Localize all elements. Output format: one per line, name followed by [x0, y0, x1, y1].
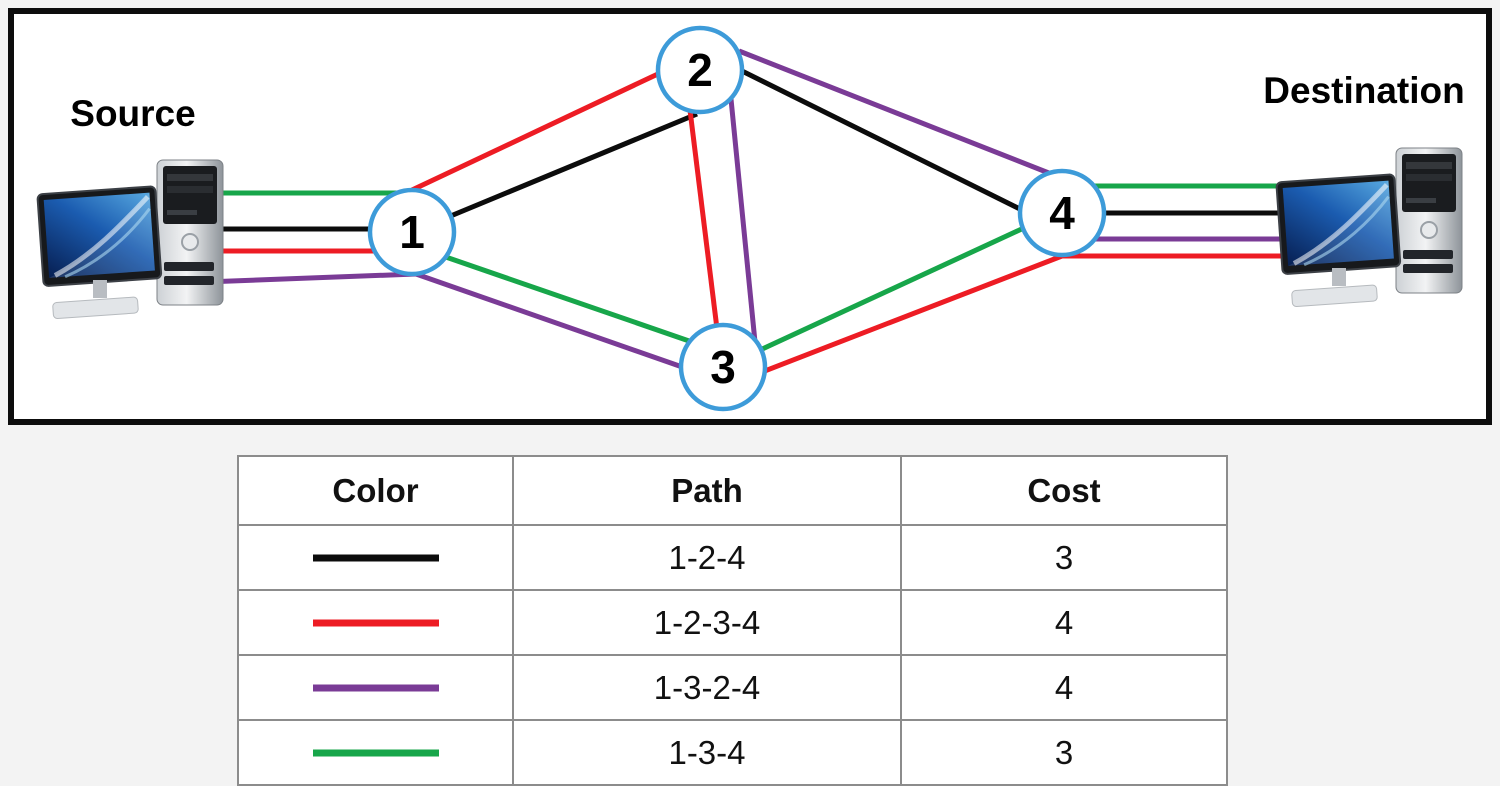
purple-route-swatch [312, 684, 439, 691]
green-route-swatch [312, 749, 439, 756]
col-header-color: Color [237, 455, 514, 526]
color-cell [237, 589, 514, 656]
route-lines [204, 48, 1310, 375]
node-4-circle [1017, 168, 1107, 258]
node-3: 3 [678, 322, 768, 412]
node-3-circle [678, 322, 768, 412]
network-diagram: 1 2 3 4 Source Destination [8, 8, 1492, 425]
node-4: 4 [1017, 168, 1107, 258]
table-row: 1-3-4 3 [237, 719, 1228, 786]
node-1-circle [367, 187, 457, 277]
edge-1-3-purple [415, 271, 689, 372]
color-cell [237, 524, 514, 591]
node-4-label: 4 [1049, 187, 1075, 239]
table-header-row: Color Path Cost [237, 455, 1228, 526]
cost-cell: 4 [900, 654, 1228, 721]
edge-2-3-red [686, 101, 722, 346]
node-3-label: 3 [710, 341, 736, 393]
edge-source-1-purple [204, 271, 417, 285]
path-cell: 1-2-4 [512, 524, 902, 591]
node-2-label: 2 [687, 44, 713, 96]
node-1-label: 1 [399, 206, 425, 258]
source-label: Source [70, 93, 195, 134]
routes-table: Color Path Cost 1-2-4 3 [237, 455, 1228, 786]
node-2-circle [655, 25, 745, 115]
col-header-cost: Cost [900, 455, 1228, 526]
edge-2-4-black [738, 67, 1028, 215]
col-header-path: Path [512, 455, 902, 526]
edge-2-3-purple [728, 98, 758, 343]
node-2: 2 [655, 25, 745, 115]
table-row: 1-2-4 3 [237, 524, 1228, 591]
path-cell: 1-3-2-4 [512, 654, 902, 721]
black-route-swatch [312, 554, 439, 561]
edge-1-2-black [411, 111, 698, 235]
path-cell: 1-2-3-4 [512, 589, 902, 656]
cost-cell: 4 [900, 589, 1228, 656]
edge-3-4-green [758, 224, 1028, 353]
table-row: 1-3-2-4 4 [237, 654, 1228, 721]
edge-3-4-red [761, 253, 1063, 375]
cost-cell: 3 [900, 524, 1228, 591]
destination-label: Destination [1263, 70, 1464, 111]
edge-2-4-purple [738, 48, 1060, 180]
red-route-swatch [312, 619, 439, 626]
color-cell [237, 654, 514, 721]
edge-1-2-red [410, 70, 662, 193]
node-1: 1 [367, 187, 457, 277]
color-cell [237, 719, 514, 786]
path-cell: 1-3-4 [512, 719, 902, 786]
table-row: 1-2-3-4 4 [237, 589, 1228, 656]
cost-cell: 3 [900, 719, 1228, 786]
edge-1-3-green [439, 252, 693, 345]
